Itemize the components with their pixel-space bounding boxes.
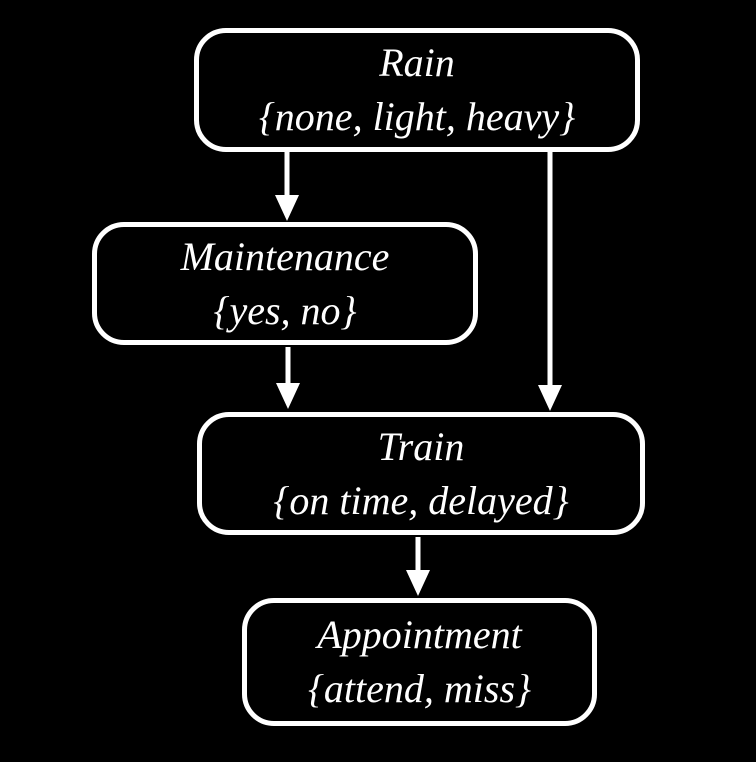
edge-train-appointment-arrow xyxy=(406,537,430,596)
edge-rain-maintenance-arrow xyxy=(275,152,299,221)
node-appointment: Appointment {attend, miss} xyxy=(242,598,597,726)
node-appointment-values: {attend, miss} xyxy=(307,666,532,711)
node-maintenance-label: Maintenance xyxy=(180,233,390,279)
node-maintenance-values: {yes, no} xyxy=(213,287,357,333)
node-appointment-label: Appointment xyxy=(317,612,522,657)
node-rain: Rain {none, light, heavy} xyxy=(194,28,640,152)
node-train: Train {on time, delayed} xyxy=(197,412,645,535)
node-rain-values: {none, light, heavy} xyxy=(258,94,576,139)
node-train-values: {on time, delayed} xyxy=(273,477,569,523)
edge-maintenance-train-arrow xyxy=(276,347,300,409)
edge-rain-train-arrow xyxy=(538,152,562,411)
node-rain-label: Rain xyxy=(379,40,455,85)
node-train-label: Train xyxy=(377,423,465,469)
node-maintenance: Maintenance {yes, no} xyxy=(92,222,478,345)
